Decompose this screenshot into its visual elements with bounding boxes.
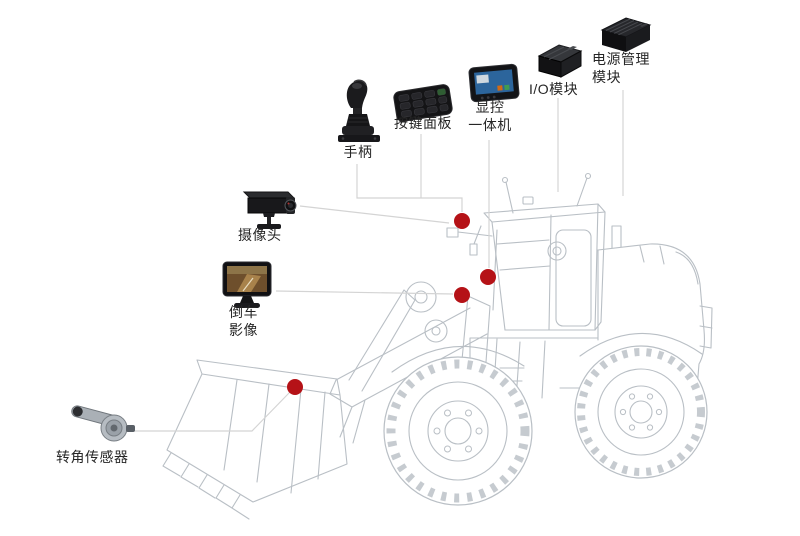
power-module-icon xyxy=(600,17,652,52)
keypad-icon xyxy=(393,84,453,122)
label-keypad: 按键面板 xyxy=(394,115,452,131)
label-angle-sensor: 转角传感器 xyxy=(56,449,129,465)
connector-angle-sensor xyxy=(134,391,291,432)
mount-dot-boom-mount xyxy=(454,287,470,303)
connector-joystick-keypad-bus xyxy=(356,164,463,212)
loader-cab xyxy=(446,172,606,331)
connector-lines xyxy=(134,90,624,432)
mount-point-dots xyxy=(287,213,496,395)
camera-icon xyxy=(242,191,297,229)
mount-dot-cab-roof xyxy=(454,213,470,229)
label-display-unit: 显控 一体机 xyxy=(468,99,512,133)
label-camera: 摄像头 xyxy=(238,227,282,243)
loader-wheels xyxy=(383,345,708,506)
label-reversing-display: 倒车 影像 xyxy=(229,304,258,338)
display-unit-icon xyxy=(468,63,520,103)
connector-reversing-display xyxy=(275,290,454,295)
label-power-module: 电源管理 模块 xyxy=(592,51,650,85)
angle-sensor-icon xyxy=(71,405,135,442)
joystick-icon xyxy=(338,79,380,142)
label-io-module: I/O模块 xyxy=(529,81,579,97)
label-joystick: 手柄 xyxy=(343,144,373,160)
reversing-display-icon xyxy=(222,261,272,308)
io-module-icon xyxy=(537,44,583,78)
mount-dot-bucket-arm xyxy=(287,379,303,395)
connector-camera xyxy=(299,205,450,224)
mount-dot-cab-front xyxy=(480,269,496,285)
